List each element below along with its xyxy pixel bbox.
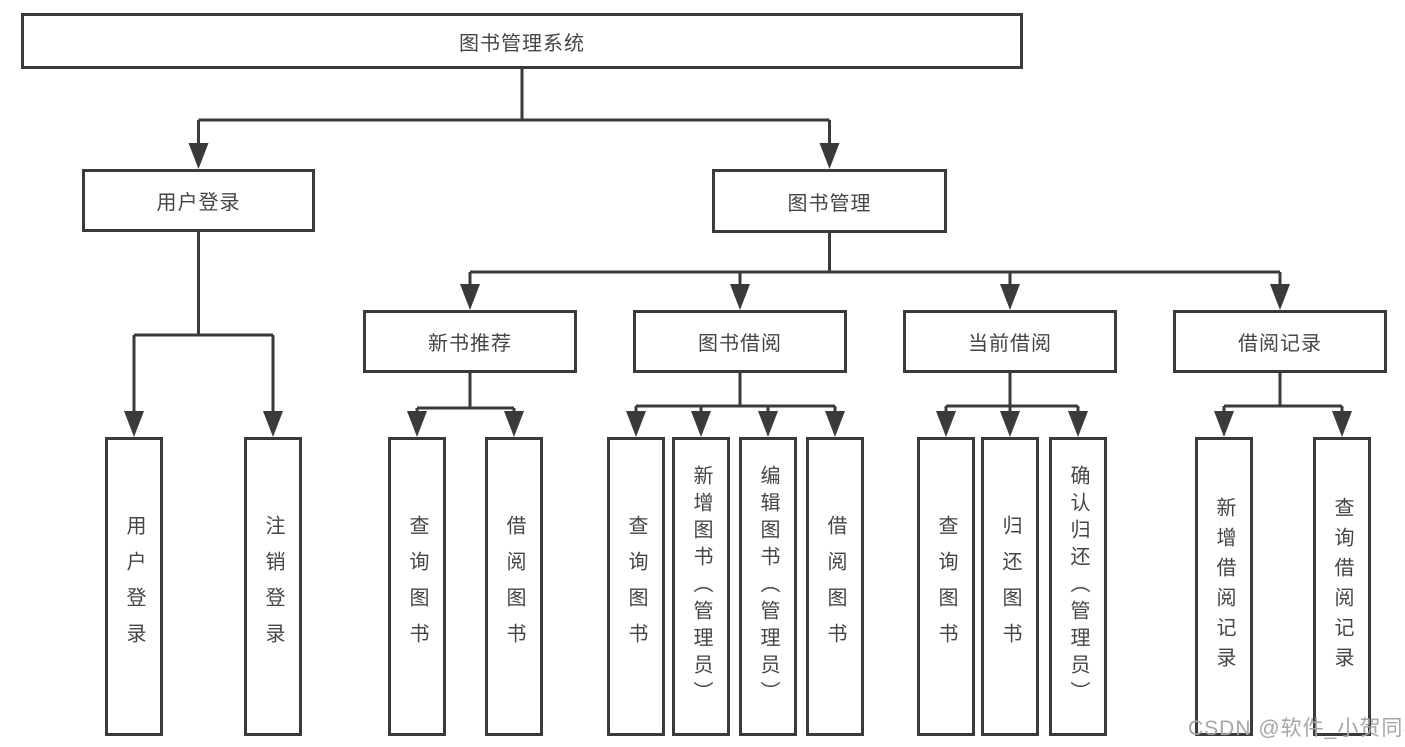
leaf-label: 查询图书 xyxy=(625,514,647,659)
leaf-label: 查询借阅记录 xyxy=(1331,496,1353,677)
node-label: 当前借阅 xyxy=(968,333,1052,355)
arrowheads xyxy=(124,143,1352,437)
node-current-borrow: 当前借阅 xyxy=(903,310,1117,373)
leaf-label: 借阅图书 xyxy=(503,514,525,659)
node-user-login: 用户登录 xyxy=(82,169,315,232)
node-label: 借阅记录 xyxy=(1238,333,1322,355)
leaf-label: 编辑图书（管理员） xyxy=(757,465,779,708)
leaf-edit-books-admin: 编辑图书（管理员） xyxy=(739,437,797,736)
leaf-query-books-current: 查询图书 xyxy=(917,437,975,736)
leaf-label: 查询图书 xyxy=(935,514,957,659)
leaf-label: 新增借阅记录 xyxy=(1213,496,1235,677)
leaf-label: 归还图书 xyxy=(999,514,1021,659)
node-label: 图书借阅 xyxy=(698,333,782,355)
leaf-query-books: 查询图书 xyxy=(607,437,665,736)
node-new-book-recommend: 新书推荐 xyxy=(363,310,577,373)
leaf-logout: 注销登录 xyxy=(244,437,302,736)
leaf-label: 注销登录 xyxy=(262,514,284,659)
node-label: 新书推荐 xyxy=(428,333,512,355)
watermark: CSDN @软件_小贺同学 xyxy=(1188,717,1405,740)
leaf-add-books-admin: 新增图书（管理员） xyxy=(672,437,730,736)
node-label: 图书管理系统 xyxy=(459,32,585,55)
leaf-label: 借阅图书 xyxy=(824,514,846,659)
leaf-borrow-books: 借阅图书 xyxy=(806,437,864,736)
leaf-user-login: 用户登录 xyxy=(105,437,163,736)
node-label: 用户登录 xyxy=(156,192,241,214)
leaf-confirm-return-admin: 确认归还（管理员） xyxy=(1049,437,1107,736)
leaf-query-books-recommend: 查询图书 xyxy=(388,437,446,736)
leaf-return-books: 归还图书 xyxy=(981,437,1039,736)
node-book-management: 图书管理 xyxy=(712,169,947,233)
node-borrow-records: 借阅记录 xyxy=(1173,310,1387,373)
leaf-query-borrow-record: 查询借阅记录 xyxy=(1313,437,1371,736)
leaf-label: 查询图书 xyxy=(406,514,428,659)
leaf-label: 新增图书（管理员） xyxy=(690,465,712,708)
leaf-add-borrow-record: 新增借阅记录 xyxy=(1195,437,1253,736)
node-label: 图书管理 xyxy=(787,192,872,215)
node-book-borrow: 图书借阅 xyxy=(633,310,847,373)
leaf-label: 确认归还（管理员） xyxy=(1067,465,1089,708)
leaf-borrow-books-recommend: 借阅图书 xyxy=(485,437,543,736)
node-library-management-system: 图书管理系统 xyxy=(21,13,1023,69)
leaf-label: 用户登录 xyxy=(123,514,145,659)
